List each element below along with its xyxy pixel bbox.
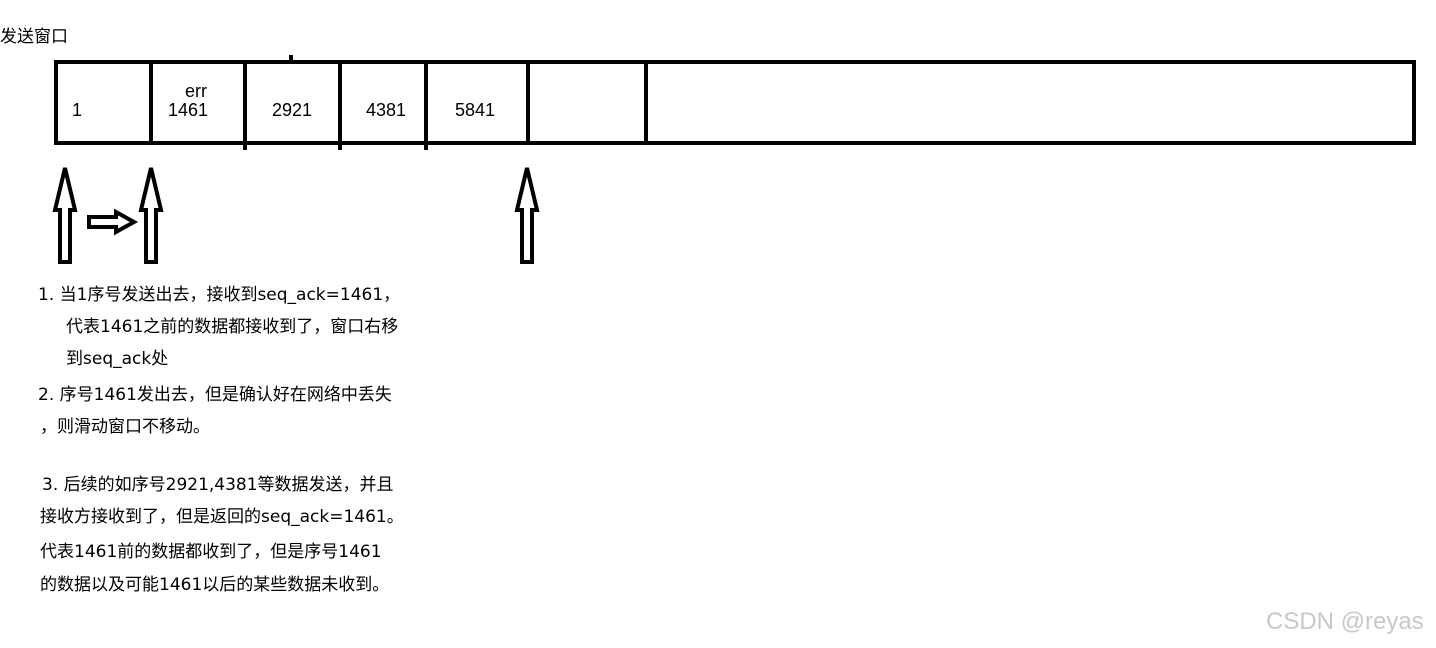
note-1-line-3: 到seq_ack处	[66, 349, 169, 369]
cell-label-5841: 5841	[455, 100, 496, 120]
cell-label-4381: 4381	[366, 100, 407, 120]
cell-label-1: 1	[72, 100, 83, 120]
note-1-line-2: 代表1461之前的数据都接收到了，窗口右移	[66, 317, 399, 337]
watermark: CSDN @reyas	[1266, 608, 1424, 635]
up-arrow-icon	[514, 167, 540, 264]
window-title: 发送窗口	[0, 27, 68, 47]
up-arrow-icon	[138, 167, 164, 264]
note-3-line-2: 接收方接收到了，但是返回的seq_ack=1461。	[40, 507, 404, 527]
cell-label-2921: 2921	[272, 100, 313, 120]
cell-label-err: err	[185, 81, 207, 101]
note-2-line-2: ，则滑动窗口不移动。	[40, 417, 210, 437]
window-frame	[54, 60, 1416, 145]
up-arrow-icon	[52, 167, 78, 264]
right-arrow-icon	[87, 208, 139, 236]
note-3-line-4: 的数据以及可能1461以后的某些数据未收到。	[40, 575, 390, 595]
note-3-line-3: 代表1461前的数据都收到了，但是序号1461	[40, 542, 382, 562]
note-3-line-1: 3. 后续的如序号2921,4381等数据发送，并且	[42, 475, 394, 495]
note-2-line-1: 2. 序号1461发出去，但是确认好在网络中丢失	[38, 385, 392, 405]
cell-label-1461: 1461	[168, 100, 209, 120]
note-1-line-1: 1. 当1序号发送出去，接收到seq_ack=1461，	[38, 285, 401, 305]
